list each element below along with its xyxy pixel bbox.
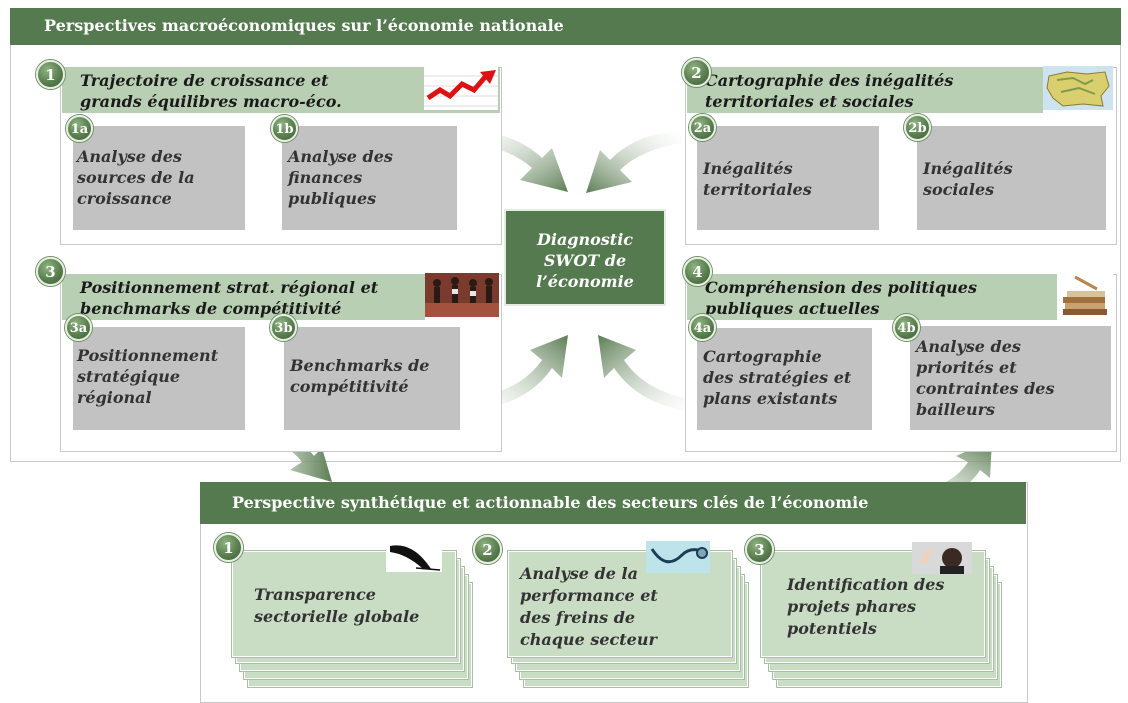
box-4a-line-2: des stratégies et <box>703 368 852 387</box>
arrow-2-to-center <box>586 131 682 193</box>
badge-4b: 4b <box>893 314 920 341</box>
center-line-3: l’économie <box>536 272 634 291</box>
quadrant-3-title-line-2: benchmarks de compétitivité <box>80 299 342 318</box>
box-4b-line-2a: priorités <box>916 358 994 377</box>
arrow-to-bottom-left <box>210 425 332 482</box>
badge-2a: 2a <box>689 114 716 141</box>
quadrant-2-badge: 2 <box>682 58 711 87</box>
box-2b-line-1: Inégalités <box>923 159 1013 178</box>
quadrant-4-title-line-1: Compréhension des politiques <box>705 278 977 297</box>
badge-3a: 3a <box>65 314 92 341</box>
center-line-1: Diagnostic <box>536 230 634 249</box>
quadrant-2-title-line-1: Cartographie des inégalités <box>705 71 954 90</box>
bottom-item-3-line-2: projets phares <box>787 597 917 616</box>
box-2a-line-1: Inégalités <box>703 159 793 178</box>
box-3b: Benchmarks de compétitivité <box>284 327 460 430</box>
quadrant-1-title-line-1: Trajectoire de croissance et <box>80 71 329 90</box>
box-2a: Inégalités territoriales <box>697 126 879 230</box>
quadrant-2-header: Cartographie des inégalités territoriale… <box>687 67 1043 113</box>
bottom-item-2-line-3: des freins de <box>520 608 636 627</box>
center-line-2: SWOT de <box>543 251 627 270</box>
quadrant-1-badge: 1 <box>36 60 65 89</box>
map-icon <box>1043 66 1113 110</box>
bottom-item-2-line-1: Analyse de la <box>520 564 638 583</box>
quadrant-3-badge: 3 <box>36 257 65 286</box>
quadrant-3-title-line-1: Positionnement strat. régional et <box>80 278 379 297</box>
bottom-item-3-badge: 3 <box>745 535 774 564</box>
box-4b-line-4: bailleurs <box>916 400 996 419</box>
box-3a-line-2: stratégique <box>77 367 181 386</box>
box-4a-line-3: plans existants <box>703 389 838 408</box>
badge-2b: 2b <box>904 114 931 141</box>
quadrant-1-title-line-2: grands équilibres macro-éco. <box>80 92 342 111</box>
box-4b-line-3: contraintes des <box>916 379 1055 398</box>
runners-icon <box>425 273 499 317</box>
box-4b-line-2: priorités et <box>916 357 1111 378</box>
box-2b: Inégalités sociales <box>917 126 1106 230</box>
bottom-item-2-line-2: performance et <box>520 586 658 605</box>
box-1b-line-3: publiques <box>288 189 377 208</box>
bottom-item-1-line-1: Transparence <box>254 585 376 604</box>
pen-icon <box>386 540 442 572</box>
quadrant-3-header: Positionnement strat. régional et benchm… <box>62 274 425 320</box>
arrow-3-to-center <box>470 335 568 410</box>
bottom-item-3-line-1: Identification des <box>787 575 945 594</box>
badge-4a: 4a <box>689 314 716 341</box>
box-3b-line-1: Benchmarks de <box>290 356 430 375</box>
bottom-item-1-badge: 1 <box>214 533 243 562</box>
badge-3b: 3b <box>270 314 297 341</box>
box-3a-line-3: régional <box>77 388 152 407</box>
box-4b-line-2b: et <box>999 358 1017 377</box>
bottom-item-3-text: Identification des projets phares potent… <box>787 574 944 640</box>
quadrant-4-title-line-2: publiques actuelles <box>705 299 880 318</box>
box-1b-line-2: finances <box>288 168 363 187</box>
bottom-item-2-line-4: chaque secteur <box>520 630 657 649</box>
bottom-item-1-text: Transparence sectorielle globale <box>254 584 419 628</box>
center-swot-box: Diagnostic SWOT de l’économie <box>504 209 666 306</box>
box-4a-line-1: Cartographie <box>703 347 822 366</box>
bottom-banner: Perspective synthétique et actionnable d… <box>200 482 1026 524</box>
box-1b: Analyse des finances publiques <box>282 126 457 230</box>
quadrant-2-title-line-2: territoriales et sociales <box>705 92 914 111</box>
badge-1b: 1b <box>271 115 298 142</box>
arrow-4-to-center <box>598 335 695 412</box>
person-icon <box>912 542 972 574</box>
quadrant-4-badge: 4 <box>683 257 712 286</box>
box-1a: Analyse des sources de la croissance <box>73 126 245 230</box>
box-1a-line-2: sources de la <box>77 168 195 187</box>
bottom-item-1-line-2: sectorielle globale <box>254 607 420 626</box>
box-4a: Cartographie des stratégies et plans exi… <box>697 328 872 430</box>
bottom-item-2-badge: 2 <box>473 535 502 564</box>
box-4b-line-1: Analyse des <box>916 337 1021 356</box>
stethoscope-icon <box>646 541 710 573</box>
box-4b: Analyse des priorités et contraintes des… <box>910 326 1111 430</box>
box-3b-line-2: compétitivité <box>290 377 409 396</box>
box-1b-line-1: Analyse des <box>288 147 393 166</box>
bottom-item-3-line-3: potentiels <box>787 619 877 638</box>
box-2b-line-2: sociales <box>923 180 995 199</box>
top-banner: Perspectives macroéconomiques sur l’écon… <box>10 8 1121 45</box>
box-1a-line-1: Analyse des <box>77 147 182 166</box>
bottom-item-2-text: Analyse de la performance et des freins … <box>520 563 658 651</box>
box-3a: Positionnement stratégique régional <box>73 327 245 430</box>
quadrant-4-header: Compréhension des politiques publiques a… <box>687 274 1057 320</box>
arrow-bottom-to-4 <box>880 440 992 506</box>
box-2a-line-2: territoriales <box>703 180 812 199</box>
badge-1a: 1a <box>66 115 93 142</box>
growth-chart-icon <box>424 66 498 110</box>
box-3a-line-1: Positionnement <box>77 346 219 365</box>
books-icon <box>1057 273 1113 317</box>
box-1a-line-3: croissance <box>77 189 172 208</box>
